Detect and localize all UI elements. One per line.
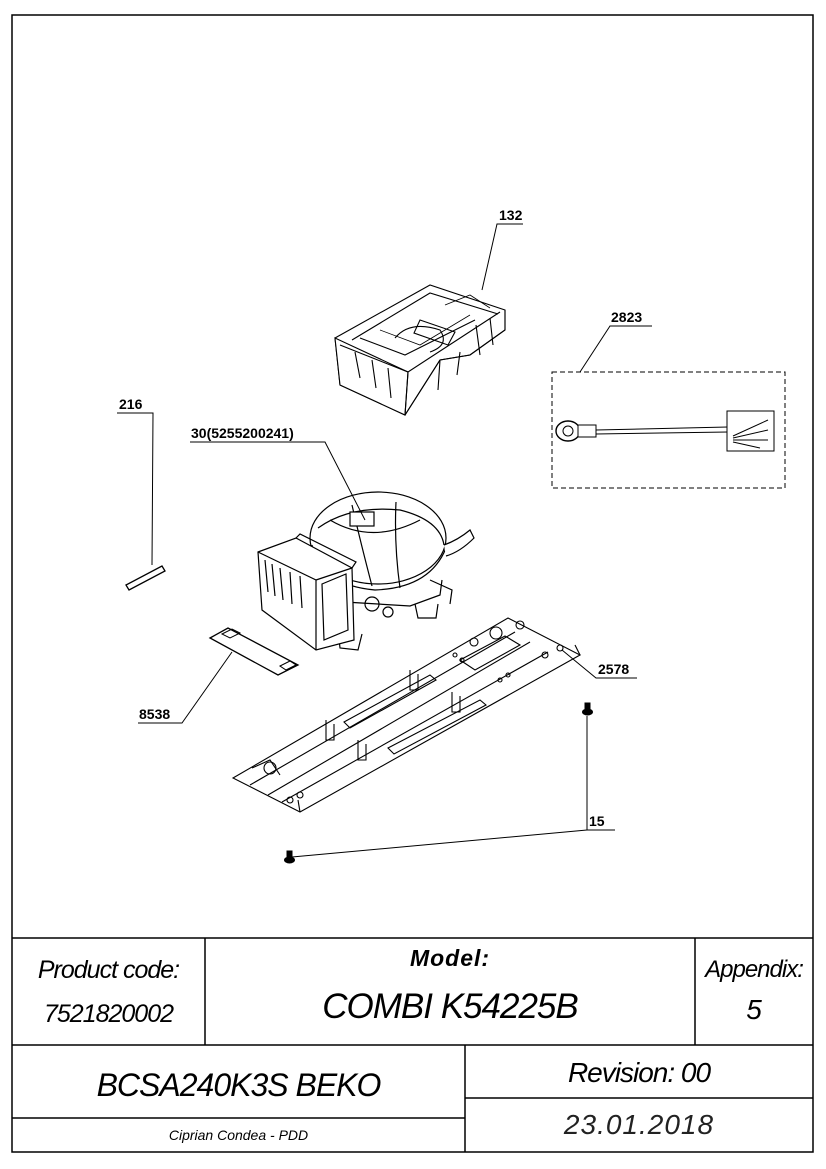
leader-8538 [138, 651, 233, 724]
part-8538-plate [208, 627, 300, 676]
part-216-pin [125, 565, 166, 591]
revision: Revision: 00 [567, 1056, 711, 1088]
appendix-value: 5 [746, 994, 762, 1025]
part-2578-base-rail [231, 617, 582, 813]
title-block-grid [12, 937, 813, 1152]
callout-15: 15 [589, 813, 605, 829]
author: Ciprian Condea - PDD [168, 1127, 309, 1143]
model-value: COMBI K54225B [322, 987, 578, 1026]
product-code-value: 7521820002 [43, 999, 174, 1028]
leader-2578 [561, 649, 637, 679]
leader-2823 [579, 325, 652, 373]
part-30-compressor [257, 491, 475, 651]
product-code-label: Product code: [37, 955, 180, 984]
callout-2823: 2823 [611, 309, 642, 325]
sheet-border [11, 14, 814, 1153]
product-name: BCSA240K3S BEKO [96, 1066, 382, 1103]
model-label: Model: [409, 944, 491, 971]
callout-2578: 2578 [598, 661, 629, 677]
callout-8538: 8538 [139, 706, 170, 722]
part-132-tray [334, 284, 506, 416]
part-2823-power-cable [551, 371, 786, 489]
revision-date: 23.01.2018 [563, 1109, 715, 1140]
leader-132 [481, 223, 523, 291]
part-15-screws [284, 702, 593, 864]
leader-15b [291, 829, 588, 858]
leader-216 [117, 412, 154, 566]
appendix-label: Appendix: [705, 956, 804, 983]
leader-30 [190, 441, 366, 521]
callout-30: 30(5255200241) [191, 425, 294, 441]
callout-132: 132 [499, 207, 523, 223]
callout-leaders [117, 223, 652, 858]
callout-216: 216 [119, 396, 143, 412]
